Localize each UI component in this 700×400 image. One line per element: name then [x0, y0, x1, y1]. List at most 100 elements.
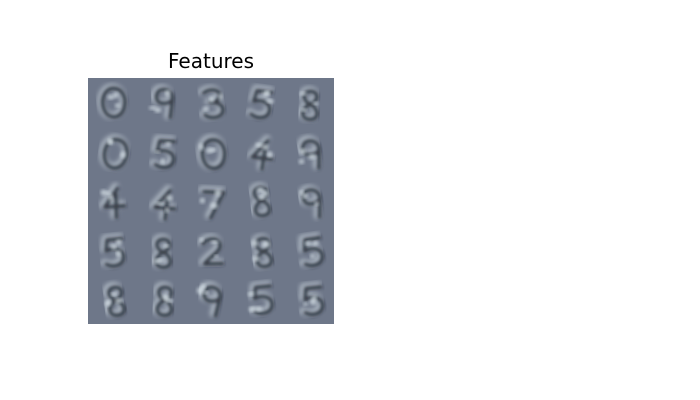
- feature-tile-speckle: [153, 258, 161, 264]
- feature-tile-shadow: [249, 88, 274, 120]
- feature-tile-r2-c2: [149, 135, 177, 170]
- feature-tile-r1-c5: [297, 86, 319, 122]
- feature-tile-r1-c3: [198, 85, 225, 120]
- feature-tile-speckle: [247, 291, 255, 297]
- feature-tile-speckle: [312, 101, 319, 105]
- feature-tile-speckle: [303, 302, 308, 306]
- feature-tile-speckle: [154, 107, 162, 113]
- feature-tile-r1-c4: [246, 84, 275, 120]
- feature-tile-speckle: [262, 240, 271, 248]
- feature-tile-speckle: [199, 197, 206, 204]
- feature-tile-speckle: [167, 299, 174, 303]
- feature-tile-speckle: [115, 298, 123, 304]
- feature-tile-speckle: [111, 244, 117, 250]
- feature-tile-r2-c3: [196, 134, 227, 171]
- feature-tile-speckle: [199, 237, 204, 242]
- feature-tile-speckle: [255, 142, 263, 148]
- feature-tile-r4-c5: [298, 232, 325, 268]
- figure-title: Features: [168, 49, 254, 73]
- feature-tile-shadow: [154, 237, 173, 269]
- feature-tile-shadow: [202, 285, 222, 318]
- feature-tile-speckle: [299, 148, 306, 155]
- feature-tile-r2-c4: [247, 135, 275, 171]
- feature-tile-speckle: [200, 283, 206, 290]
- feature-tile-speckle: [214, 189, 222, 197]
- feature-tile-shadow: [252, 284, 274, 316]
- feature-tile-r1-c2: [148, 84, 175, 120]
- feature-tile-r3-c5: [297, 185, 322, 220]
- feature-tile-speckle: [100, 189, 107, 196]
- feature-tile-shadow: [155, 285, 174, 317]
- feature-tile-r4-c2: [151, 234, 173, 270]
- feature-tile-r3-c4: [249, 182, 272, 218]
- feature-tile-speckle: [312, 240, 319, 246]
- feature-tile-shadow: [104, 236, 126, 268]
- feature-tile-r2-c1: [99, 134, 129, 170]
- feature-tile-speckle: [299, 91, 307, 96]
- feature-tile-r1-c1: [97, 83, 127, 120]
- feature-tile-r5-c3: [196, 281, 222, 318]
- feature-tile-r5-c2: [151, 281, 174, 317]
- feature-tile-speckle: [155, 150, 161, 154]
- feature-tile-r5-c4: [247, 280, 274, 316]
- feature-tile-speckle: [107, 139, 114, 145]
- feature-tile-speckle: [210, 202, 218, 209]
- feature-tile-shadow: [301, 89, 319, 122]
- feature-tile-speckle: [301, 193, 309, 199]
- feature-tile-speckle: [267, 151, 272, 158]
- feature-tile-speckle: [299, 190, 304, 195]
- feature-tile-speckle: [202, 106, 210, 112]
- feature-tile-speckle: [165, 89, 171, 96]
- feature-tile-speckle: [266, 98, 274, 104]
- feature-tile-speckle: [304, 241, 312, 246]
- feature-grid-image: [88, 78, 334, 324]
- feature-tile-speckle: [252, 256, 260, 262]
- feature-tile-speckle: [114, 103, 121, 108]
- feature-tile-r4-c3: [197, 233, 225, 266]
- feature-tile-speckle: [314, 201, 320, 206]
- feature-tile-shadow: [200, 138, 227, 171]
- feature-tile-r3-c2: [149, 185, 177, 221]
- feature-tile-speckle: [248, 306, 257, 312]
- feature-tile-speckle: [161, 294, 170, 301]
- feature-tile-r4-c4: [250, 234, 274, 269]
- feature-tile-shadow: [202, 189, 226, 220]
- feature-tile-speckle: [210, 147, 217, 152]
- feature-tile-speckle: [309, 253, 315, 259]
- feature-tile-speckle: [165, 194, 173, 202]
- feature-tile-speckle: [255, 306, 263, 312]
- feature-tile-speckle: [165, 207, 170, 213]
- feature-tile-shadow: [201, 88, 225, 120]
- feature-tile-r3-c3: [198, 185, 226, 220]
- feature-tile-speckle: [104, 300, 112, 307]
- feature-tile-speckle: [115, 239, 122, 245]
- feature-tile-speckle: [113, 92, 119, 98]
- feature-tile-speckle: [210, 240, 219, 244]
- feature-tile-r5-c1: [102, 282, 126, 317]
- feature-tile-speckle: [300, 108, 307, 112]
- feature-tile-shadow: [201, 237, 225, 266]
- feature-tile-speckle: [262, 190, 269, 197]
- feature-tile-r4-c1: [100, 233, 126, 268]
- feature-tile-speckle: [155, 201, 163, 206]
- feature-tile-speckle: [258, 195, 266, 200]
- feature-tile-speckle: [209, 96, 215, 103]
- feature-tile-shadow: [302, 236, 325, 268]
- feature-tile-speckle: [311, 295, 317, 301]
- feature-tile-speckle: [256, 187, 265, 193]
- feature-tile-speckle: [214, 254, 219, 258]
- feature-tile-r3-c1: [98, 182, 127, 220]
- feature-tile-shadow: [107, 285, 126, 317]
- feature-tile-r2-c5: [297, 135, 321, 170]
- feature-tile-speckle: [308, 153, 316, 160]
- feature-tile-speckle: [203, 290, 209, 295]
- feature-tile-speckle: [298, 159, 305, 165]
- feature-tile-shadow: [303, 285, 325, 317]
- feature-tile-speckle: [120, 151, 126, 159]
- feature-tile-speckle: [262, 144, 269, 151]
- feature-tile-speckle: [160, 158, 165, 165]
- feature-tile-speckle: [115, 250, 121, 257]
- feature-tile-speckle: [107, 94, 115, 100]
- feature-tile-speckle: [111, 292, 116, 297]
